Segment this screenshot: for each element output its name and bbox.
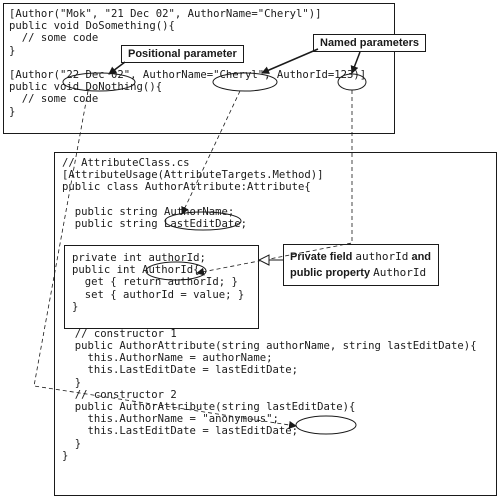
usage-line-3: // some code bbox=[9, 32, 99, 45]
named-parameters-callout: Named parameters bbox=[313, 34, 427, 52]
named-arrow-123 bbox=[350, 51, 361, 74]
class-line-1: // AttributeClass.cs bbox=[62, 157, 190, 169]
usage-line-8: // some code bbox=[9, 93, 99, 106]
usage-line-2: public void DoSomething(){ bbox=[9, 20, 175, 33]
class-line-17: this.AuthorName = authorName; bbox=[62, 352, 273, 365]
inner-line-4: set { authorId = value; } bbox=[72, 288, 245, 301]
highlight-authorid-property bbox=[145, 261, 207, 281]
positional-parameter-callout: Positional parameter bbox=[121, 45, 244, 63]
private-field-code-2: AuthorId bbox=[373, 266, 427, 279]
class-line-24: } bbox=[62, 437, 82, 450]
usage-line-7: public void DoNothing(){ bbox=[9, 81, 163, 94]
class-line-3: public class AuthorAttribute:Attribute{ bbox=[62, 181, 311, 194]
usage-line-4: } bbox=[9, 44, 16, 57]
highlight-lasteditdate-param bbox=[295, 415, 357, 435]
named-arrow-cheryl bbox=[261, 48, 319, 74]
usage-code-box bbox=[3, 3, 395, 134]
highlight-authorname-field bbox=[164, 211, 242, 231]
positional-arrow bbox=[108, 61, 126, 75]
connector-22-dec-02-to-lasteditdate bbox=[33, 90, 297, 429]
class-line-25: } bbox=[62, 449, 69, 462]
class-line-6: public string LastEditDate; bbox=[62, 218, 247, 231]
inner-line-5: } bbox=[72, 300, 79, 313]
usage-code: [Author("Mok", "21 Dec 02", AuthorName="… bbox=[9, 8, 366, 118]
class-line-23: this.LastEditDate = lastEditDate; bbox=[62, 425, 299, 438]
class-line-19: } bbox=[62, 376, 82, 389]
inner-line-1: private int authorId; bbox=[72, 252, 206, 264]
usage-line-6: [Author("22 Dec 02", AuthorName="Cheryl"… bbox=[9, 69, 367, 82]
class-line-15: // constructor 1 bbox=[62, 327, 177, 340]
highlight-123 bbox=[337, 73, 367, 91]
private-field-code-1: authorId bbox=[355, 250, 409, 263]
class-line-16: public AuthorAttribute(string authorName… bbox=[62, 340, 477, 353]
usage-line-1: [Author("Mok", "21 Dec 02", AuthorName="… bbox=[9, 8, 322, 20]
inner-line-2: public int AuthorId{ bbox=[72, 264, 200, 277]
usage-line-9: } bbox=[9, 105, 16, 118]
class-line-22: this.AuthorName = "anonymous"; bbox=[62, 413, 279, 426]
class-line-2: [AttributeUsage(AttributeTargets.Method)… bbox=[62, 169, 324, 182]
private-field-text-2: and bbox=[408, 251, 432, 263]
private-field-box bbox=[64, 245, 259, 329]
private-field-text-1: Private field bbox=[290, 251, 356, 263]
inner-line-3: get { return authorId; } bbox=[72, 276, 238, 289]
connector-123-to-authorid bbox=[196, 90, 353, 276]
attribute-class-code: // AttributeClass.cs [AttributeUsage(Att… bbox=[62, 157, 477, 462]
class-line-18: this.LastEditDate = lastEditDate; bbox=[62, 364, 299, 377]
private-field-callout: Private field authorId and public proper… bbox=[283, 244, 439, 286]
highlight-22-dec-02 bbox=[62, 72, 136, 92]
highlight-cheryl bbox=[212, 72, 278, 92]
private-field-code: private int authorId; public int AuthorI… bbox=[72, 252, 244, 313]
connector-cheryl-to-authorname bbox=[181, 90, 241, 215]
private-field-text-3: public property bbox=[290, 267, 374, 279]
